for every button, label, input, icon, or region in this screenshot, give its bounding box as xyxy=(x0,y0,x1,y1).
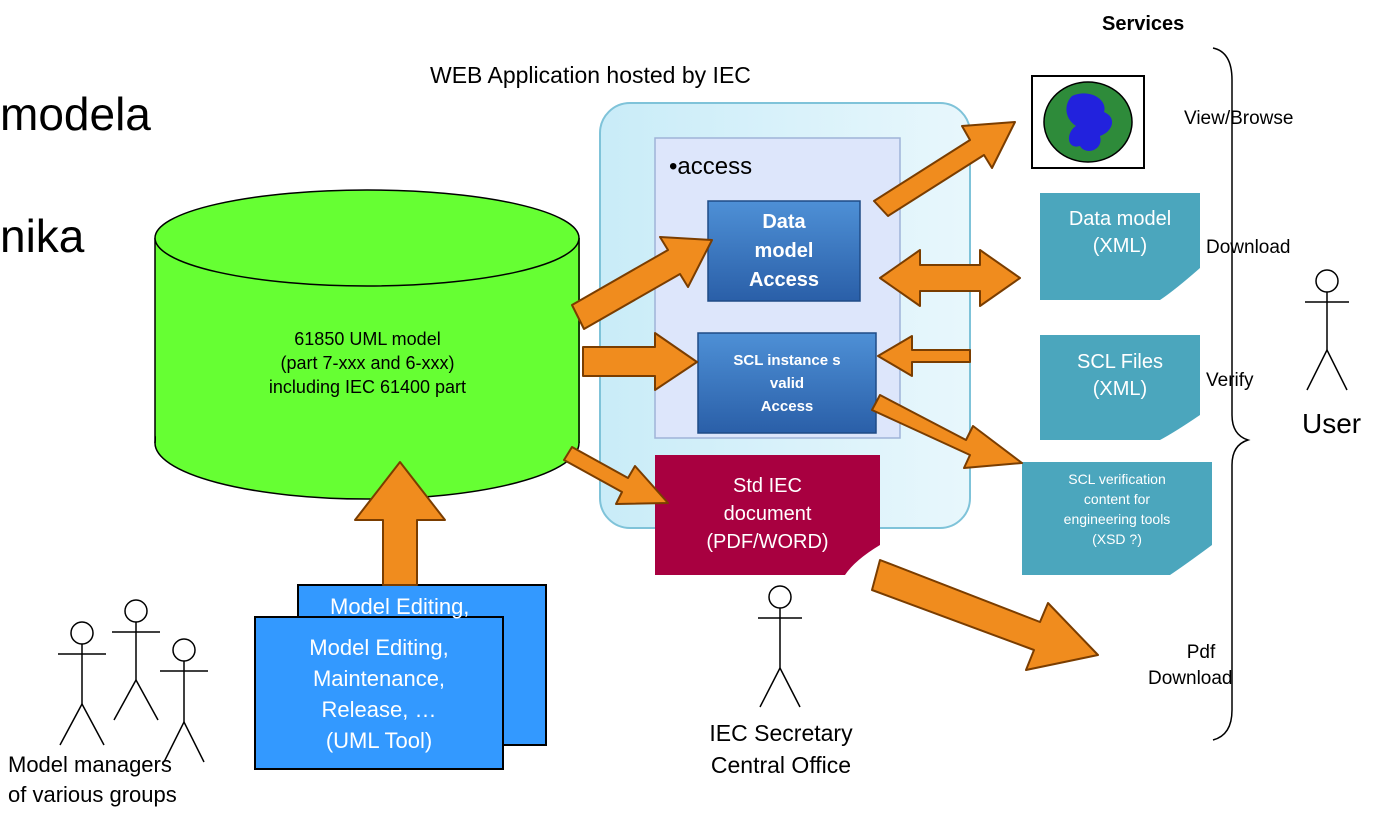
secretary-label-line-1: IEC Secretary xyxy=(709,720,853,746)
view-browse-label: View/Browse xyxy=(1184,108,1294,129)
scl-files-label[interactable]: SCL Files (XML) xyxy=(1040,341,1200,411)
scl-files-line-2: (XML) xyxy=(1092,378,1148,400)
std-doc-shape xyxy=(655,455,880,575)
scl-verification-line-4: (XSD ?) xyxy=(1092,531,1142,547)
arrow-scl-to-verification xyxy=(871,394,1023,469)
services-header: Services xyxy=(1102,13,1185,35)
data-model-access-line-3: Access xyxy=(748,269,820,291)
user-label: User xyxy=(1302,408,1362,439)
scl-verification-line-1: SCL verification xyxy=(1068,471,1166,487)
std-doc-line-1: Std IEC xyxy=(733,475,802,497)
pdf-download-label: Pdf xyxy=(1166,642,1236,664)
std-doc-line-3: (PDF/WORD) xyxy=(706,531,829,553)
arrow-std-doc-to-pdf xyxy=(871,559,1099,671)
model-editing-line-2: Maintenance, xyxy=(312,666,446,691)
data-model-xml-doc xyxy=(1040,193,1200,300)
std-doc-label[interactable]: Std IEC document (PDF/WORD) xyxy=(655,455,880,573)
data-model-access-box xyxy=(707,200,861,302)
model-editing-line-1: Model Editing, xyxy=(309,635,449,660)
pdf-download-line-1: Pdf xyxy=(1186,642,1216,663)
scl-access-line-1: SCL instance s xyxy=(733,351,841,369)
manager-actor-figure-3 xyxy=(160,638,208,763)
scl-files-doc xyxy=(1040,335,1200,440)
database-line-3: including IEC 61400 part xyxy=(268,377,467,397)
scl-access-label[interactable]: SCL instance s valid Access xyxy=(698,338,876,428)
data-model-xml-line-1: Data model xyxy=(1068,208,1172,230)
scl-access-box xyxy=(697,332,877,434)
arrow-scl-files-to-scl-access xyxy=(877,335,971,377)
data-model-access-line-2: model xyxy=(754,240,814,262)
secretary-label-line-2: Central Office xyxy=(710,752,852,778)
database-label: 61850 UML model (part 7-xxx and 6-xxx) i… xyxy=(175,318,560,408)
services-brace xyxy=(1212,47,1251,741)
managers-label-line-2: of various groups xyxy=(8,782,177,807)
model-editing-front-box xyxy=(254,616,504,770)
data-model-xml-line-2: (XML) xyxy=(1092,235,1148,257)
arrow-data-access-download xyxy=(879,249,1021,307)
model-editing-line-3: Release, … xyxy=(321,697,437,722)
secretary-actor-figure xyxy=(758,585,802,708)
globe-icon xyxy=(1066,93,1113,151)
model-editing-line-4: (UML Tool) xyxy=(325,728,433,753)
user-actor-figure xyxy=(1305,269,1349,391)
arrow-db-to-data-access xyxy=(571,236,713,330)
scl-access-line-3: Access xyxy=(760,397,814,415)
scl-verification-line-3: engineering tools xyxy=(1063,511,1171,527)
database-line-2: (part 7-xxx and 6-xxx) xyxy=(280,353,455,373)
scl-verification-doc xyxy=(1022,462,1212,575)
scl-access-line-2: valid xyxy=(769,374,805,392)
slide-title-fragment-1: modela xyxy=(0,88,151,140)
access-label: •access xyxy=(669,153,753,180)
manager-actor-figure-2 xyxy=(112,599,160,721)
data-model-access-label[interactable]: Data model Access xyxy=(708,204,860,299)
manager-actor-figure-1 xyxy=(58,621,106,746)
data-model-xml-label[interactable]: Data model (XML) xyxy=(1040,198,1200,268)
scl-verification-label[interactable]: SCL verification content for engineering… xyxy=(1022,464,1212,554)
verify-label: Verify xyxy=(1206,370,1254,391)
scl-files-line-1: SCL Files xyxy=(1077,351,1163,373)
model-editing-label[interactable]: Model Editing, Maintenance, Release, … (… xyxy=(255,620,503,768)
uml-database-cylinder xyxy=(154,189,580,500)
download-label: Download xyxy=(1206,237,1291,258)
arrow-db-to-std-doc xyxy=(563,446,669,505)
scl-verification-line-2: content for xyxy=(1083,491,1151,507)
web-app-title: WEB Application hosted by IEC xyxy=(430,62,751,88)
arrow-to-view-browse xyxy=(873,121,1016,217)
database-line-1: 61850 UML model xyxy=(294,329,441,349)
data-model-access-line-1: Data xyxy=(762,211,806,233)
model-editing-back-label: Model Editing, xyxy=(330,594,470,619)
pdf-download-line-2: Download xyxy=(1148,668,1233,689)
slide-title-fragment-2: nika xyxy=(0,210,85,262)
std-doc-line-2: document xyxy=(723,503,812,525)
arrow-db-to-scl-access xyxy=(582,332,698,391)
managers-label-line-1: Model managers xyxy=(8,752,172,777)
arrow-editing-to-db xyxy=(354,461,446,586)
